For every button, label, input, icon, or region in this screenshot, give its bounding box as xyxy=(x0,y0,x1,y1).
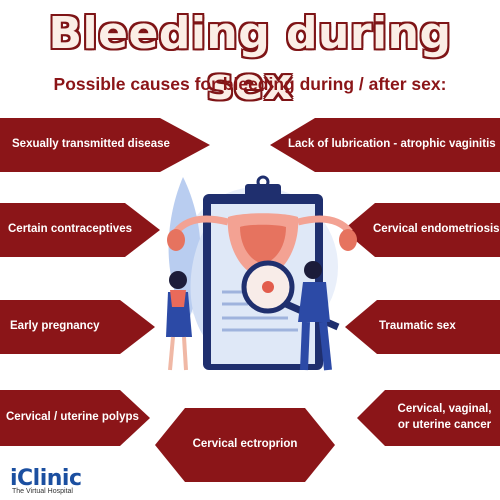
cause-label-trauma: Traumatic sex xyxy=(379,320,456,333)
person-head xyxy=(304,261,322,279)
clipboard-clip xyxy=(245,184,281,200)
cause-label-cancer-line1: Cervical, vaginal, xyxy=(397,403,492,416)
cause-label-pregnancy: Early pregnancy xyxy=(10,320,100,333)
page-title: Bleeding during sex xyxy=(48,8,452,110)
cause-tag-pregnancy: Early pregnancy xyxy=(0,300,155,354)
page-subtitle: Possible causes for bleeding during / af… xyxy=(53,74,447,94)
cause-label-cancer-line2: or uterine cancer xyxy=(397,419,492,431)
cause-label-std: Sexually transmitted disease xyxy=(12,138,170,151)
iclinic-logo: iClinic The Virtual Hospital xyxy=(10,466,82,495)
cause-label-endometriosis: Cervical endometriosis xyxy=(373,223,500,236)
person-body xyxy=(298,282,330,322)
logo-name: iClinic xyxy=(10,466,82,491)
cause-tag-std: Sexually transmitted disease xyxy=(0,118,210,172)
logo-tagline: The Virtual Hospital xyxy=(12,488,73,495)
woman-head xyxy=(169,271,187,289)
cause-label-contraceptives: Certain contraceptives xyxy=(8,223,132,236)
cause-tag-polyps: Cervical / uterine polyps xyxy=(0,390,150,446)
medical-illustration xyxy=(166,175,357,371)
cause-tag-cancer: Cervical, vaginal, or uterine cancer xyxy=(357,390,500,446)
cause-label-ectropion: Cervical ectroprion xyxy=(192,438,298,451)
cause-tag-trauma: Traumatic sex xyxy=(345,300,500,354)
cause-tag-contraceptives: Certain contraceptives xyxy=(0,203,160,257)
cause-label-lubrication: Lack of lubrication - atrophic vaginitis xyxy=(288,138,496,151)
cause-label-polyps: Cervical / uterine polyps xyxy=(6,411,139,424)
cause-tag-lubrication: Lack of lubrication - atrophic vaginitis xyxy=(270,118,500,172)
virus-icon xyxy=(262,281,274,293)
cause-tag-ectropion: Cervical ectroprion xyxy=(155,408,335,482)
cause-tag-endometriosis: Cervical endometriosis xyxy=(343,203,500,257)
